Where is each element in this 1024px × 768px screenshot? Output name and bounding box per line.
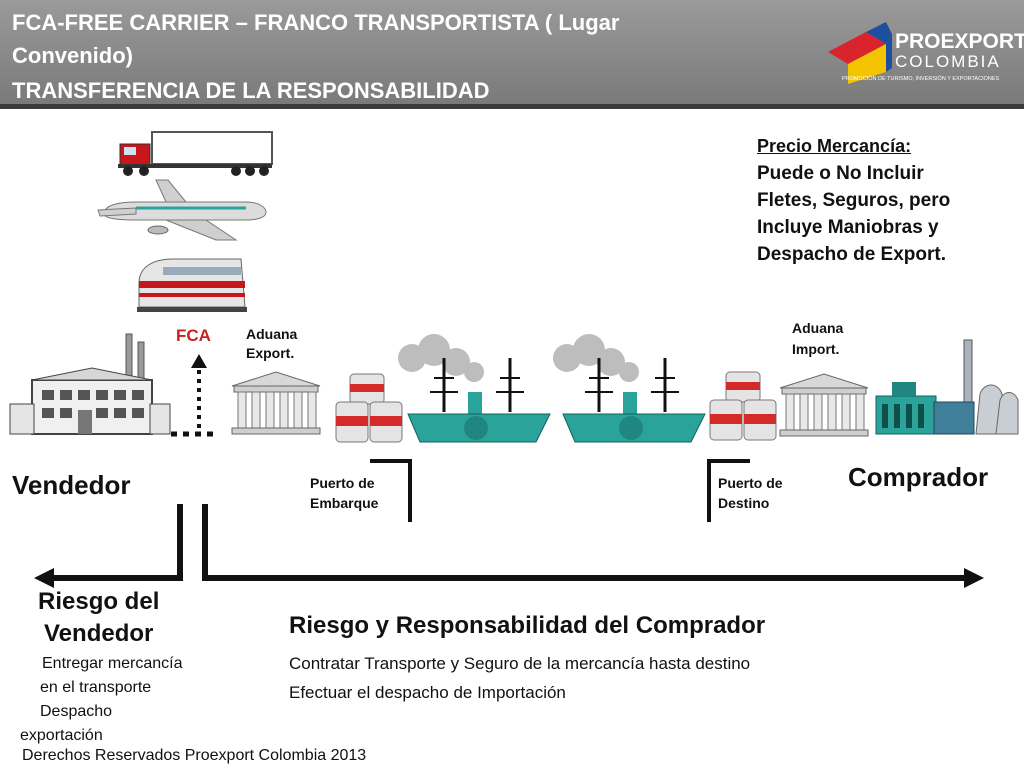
seller-duty-4: exportación bbox=[20, 727, 103, 744]
origin-cargo-containers-icon bbox=[335, 373, 403, 443]
puerto-embarque-label: Puerto de Embarque bbox=[310, 473, 378, 513]
buyer-risk-title: Riesgo y Responsabilidad del Comprador bbox=[289, 612, 766, 639]
price-note-line-4: Despacho de Export. bbox=[757, 244, 946, 265]
seller-duty-3: Despacho bbox=[40, 703, 113, 720]
copyright-footer: Derechos Reservados Proexport Colombia 2… bbox=[22, 747, 367, 764]
buyer-duty-1: Contratar Transporte y Seguro de la merc… bbox=[289, 654, 751, 673]
puerto-embarque-bracket bbox=[370, 459, 412, 522]
aduana-import-label: Aduana Import. bbox=[792, 318, 843, 360]
seller-risk-title-2: Vendedor bbox=[44, 620, 154, 647]
seller-factory-icon bbox=[9, 333, 171, 435]
price-note-line-2: Fletes, Seguros, pero bbox=[757, 190, 951, 211]
puerto-embarque-line-2: Embarque bbox=[310, 495, 379, 511]
fca-delivery-marker bbox=[171, 354, 215, 437]
price-note-heading: Precio Mercancía: bbox=[757, 136, 912, 156]
puerto-destino-line-2: Destino bbox=[718, 495, 770, 511]
train-icon bbox=[137, 258, 247, 312]
buyer-industrial-plant-icon bbox=[875, 339, 1019, 435]
seller-risk-title-1: Riesgo del bbox=[38, 588, 160, 615]
price-note-line-1: Puede o No Incluir bbox=[757, 163, 924, 184]
seller-duty-1: Entregar mercancía bbox=[42, 655, 183, 672]
aduana-export-line-2: Export. bbox=[246, 345, 295, 361]
logo-country: COLOMBIA bbox=[895, 52, 1001, 71]
puerto-destino-line-1: Puerto de bbox=[718, 475, 783, 491]
truck-icon bbox=[118, 131, 273, 176]
aduana-export-line-1: Aduana bbox=[246, 326, 298, 342]
seller-duty-2: en el transporte bbox=[40, 679, 152, 696]
puerto-destino-label: Puerto de Destino bbox=[718, 473, 783, 513]
proexport-logo bbox=[828, 22, 892, 84]
slide-title-line-1: FCA-FREE CARRIER – FRANCO TRANSPORTISTA … bbox=[12, 10, 620, 35]
destination-ship-icon bbox=[553, 334, 706, 443]
slide-title-line-2: Convenido) bbox=[12, 43, 133, 68]
aduana-import-line-1: Aduana bbox=[792, 320, 844, 336]
origin-ship-icon bbox=[398, 334, 551, 443]
slide-title-line-3: TRANSFERENCIA DE LA RESPONSABILIDAD bbox=[12, 78, 490, 103]
buyer-duty-2: Efectuar el despacho de Importación bbox=[289, 683, 566, 702]
aduana-export-label: Aduana Export. bbox=[246, 325, 297, 363]
customs-import-building-icon bbox=[779, 373, 869, 437]
airplane-icon bbox=[97, 179, 267, 241]
aduana-import-line-2: Import. bbox=[792, 341, 840, 357]
logo-tagline: PROMOCIÓN DE TURISMO, INVERSIÓN Y EXPORT… bbox=[842, 76, 1000, 82]
price-note-line-3: Incluye Maniobras y bbox=[757, 217, 939, 238]
logo-name: PROEXPORT bbox=[895, 30, 1024, 53]
fca-label: FCA bbox=[176, 326, 211, 345]
risk-transfer-arrows bbox=[34, 504, 984, 588]
destination-cargo-containers-icon bbox=[709, 371, 777, 441]
customs-export-building-icon bbox=[231, 371, 321, 435]
puerto-embarque-line-1: Puerto de bbox=[310, 475, 375, 491]
puerto-destino-bracket bbox=[707, 459, 750, 522]
vendedor-label: Vendedor bbox=[12, 470, 131, 500]
comprador-label: Comprador bbox=[848, 462, 989, 492]
header-divider bbox=[0, 104, 1024, 109]
